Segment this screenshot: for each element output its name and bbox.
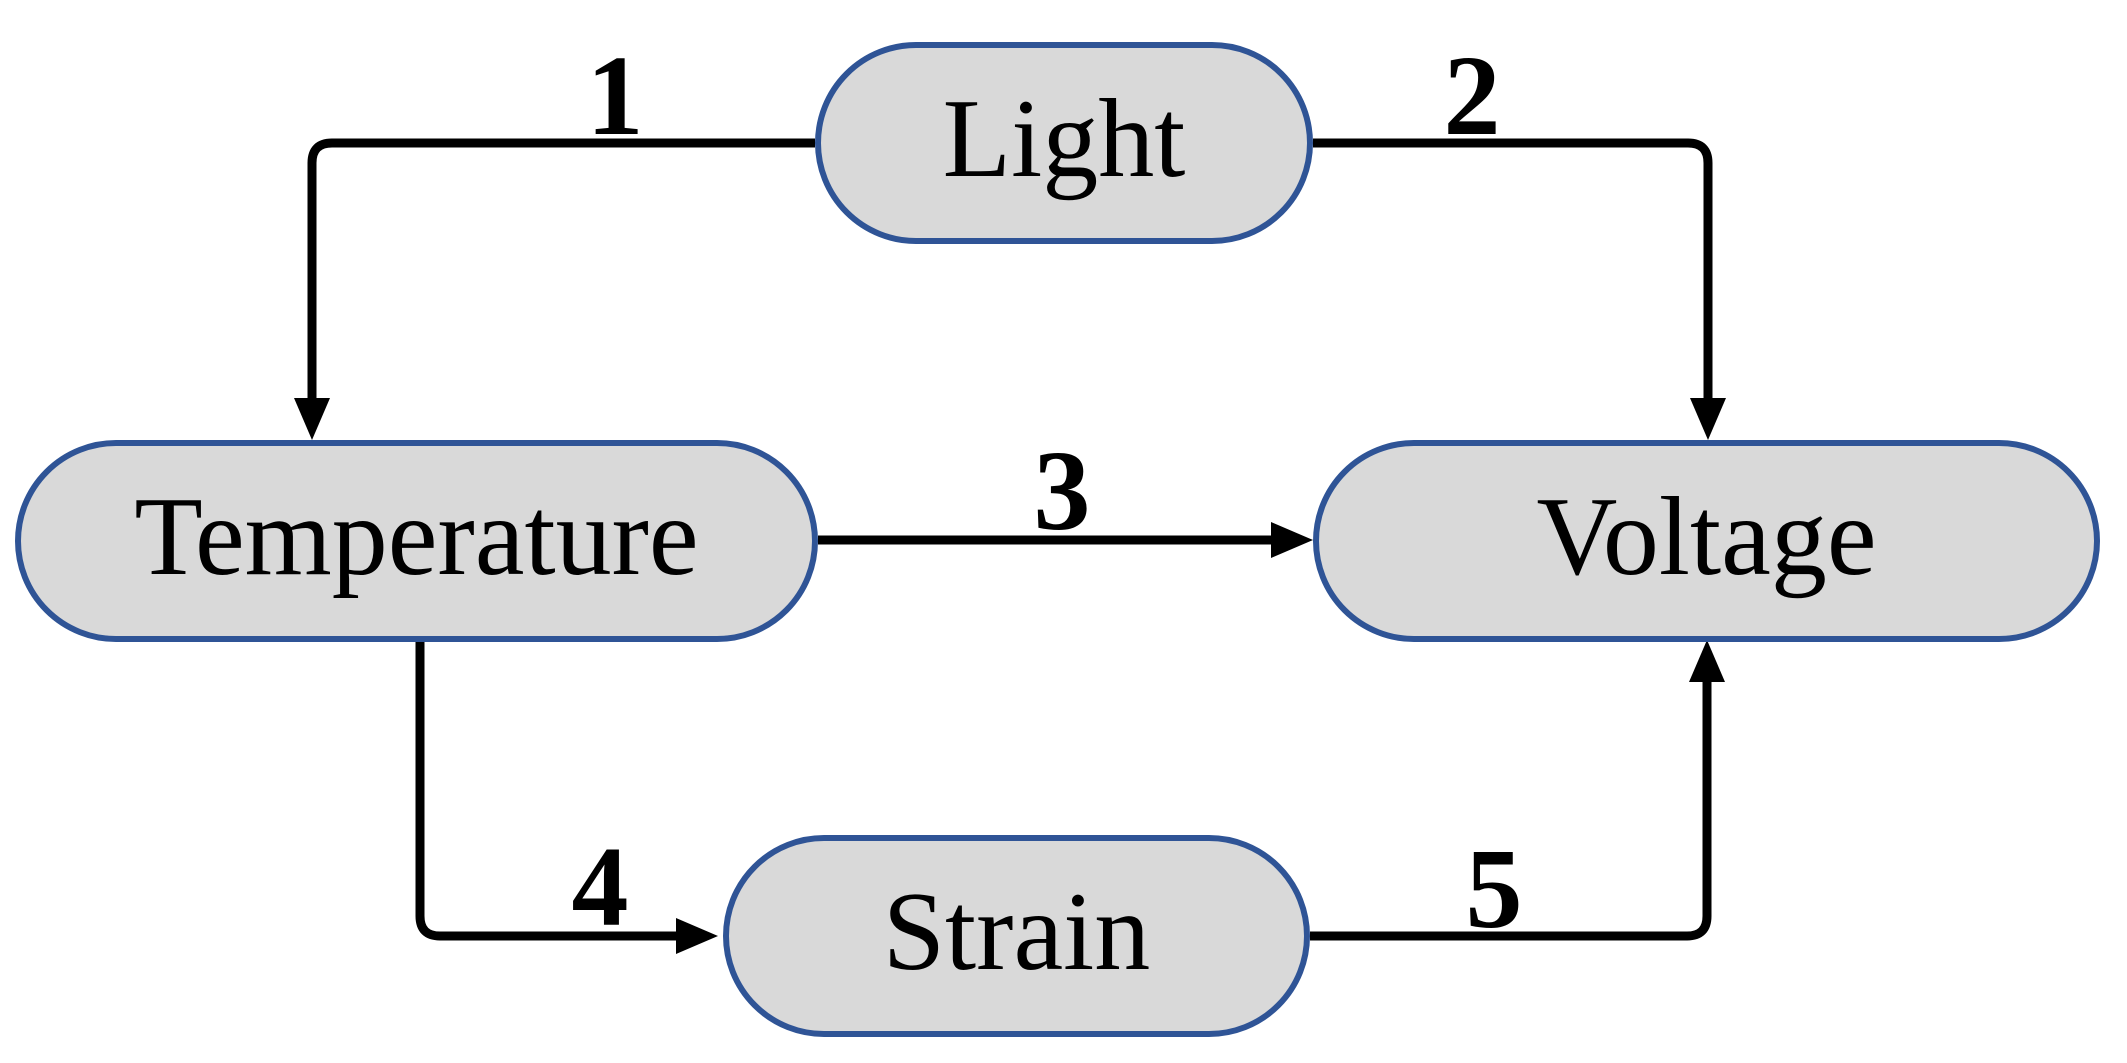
edge-2-arrowhead-icon xyxy=(1690,398,1726,440)
edge-1-arrowhead-icon xyxy=(294,398,330,440)
edge-4-label: 4 xyxy=(571,823,629,950)
edge-5-connector xyxy=(1310,681,1712,941)
node-voltage: Voltage xyxy=(1313,440,2100,642)
edge-2-label: 2 xyxy=(1443,32,1501,159)
edge-3-arrowhead-icon xyxy=(1271,522,1313,558)
edge-1-label: 1 xyxy=(586,32,644,159)
edge-2-connector xyxy=(1313,138,1713,399)
edge-1-connector xyxy=(307,138,815,399)
node-voltage-label: Voltage xyxy=(1536,475,1877,599)
edge-3-label: 3 xyxy=(1033,427,1091,554)
edge-4-arrowhead-icon xyxy=(676,918,718,954)
edge-4-connector xyxy=(415,642,677,941)
edge-5-label: 5 xyxy=(1465,825,1523,952)
node-strain-label: Strain xyxy=(882,870,1151,994)
node-light: Light xyxy=(815,42,1313,244)
node-light-label: Light xyxy=(942,77,1186,201)
node-strain: Strain xyxy=(723,835,1310,1037)
edge-5-arrowhead-icon xyxy=(1689,640,1725,682)
node-temperature-label: Temperature xyxy=(134,475,699,599)
node-temperature: Temperature xyxy=(15,440,818,642)
